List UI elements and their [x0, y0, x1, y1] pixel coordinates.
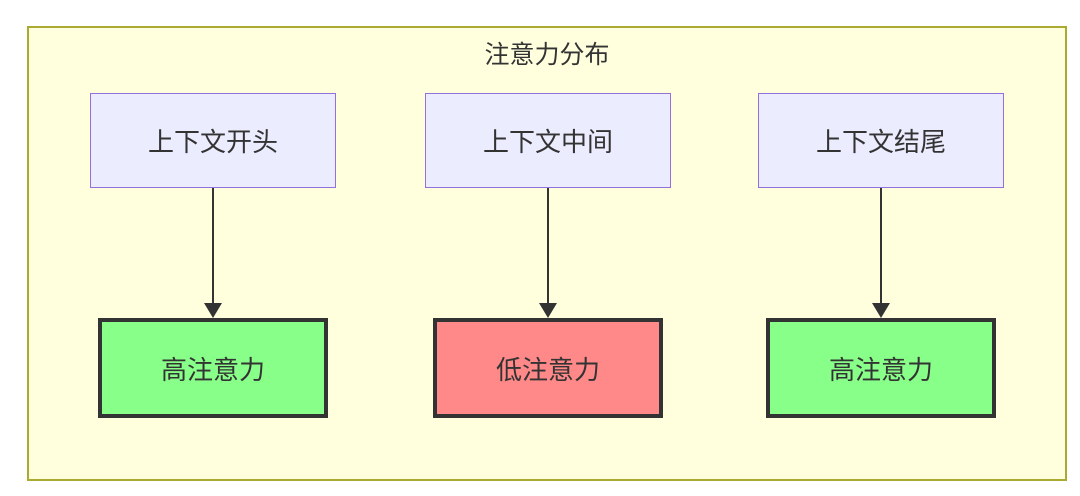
context-start-node: 上下文开头: [90, 93, 336, 188]
column-context-end: 上下文结尾 高注意力: [757, 93, 1005, 418]
context-start-label: 上下文开头: [147, 127, 278, 157]
arrow-down-icon: [872, 303, 890, 318]
high-attention-node-left: 高注意力: [98, 318, 328, 418]
arrow-middle-to-attention: [539, 188, 557, 318]
arrow-end-to-attention: [872, 188, 890, 318]
diagram-title: 注意力分布: [484, 41, 610, 69]
diagram-canvas: 注意力分布 上下文开头 高注意力 上下文中间 低注意力 上下文结尾: [27, 26, 1067, 481]
high-attention-label-left: 高注意力: [160, 354, 265, 385]
column-context-middle: 上下文中间 低注意力: [424, 93, 672, 418]
arrow-start-to-attention: [204, 188, 222, 318]
context-end-label: 上下文结尾: [815, 127, 946, 157]
low-attention-node: 低注意力: [433, 318, 663, 418]
context-middle-label: 上下文中间: [482, 127, 613, 157]
arrow-down-icon: [539, 303, 557, 318]
high-attention-node-right: 高注意力: [766, 318, 996, 418]
context-end-node: 上下文结尾: [758, 93, 1004, 188]
low-attention-label: 低注意力: [495, 354, 600, 385]
arrow-line: [212, 188, 214, 303]
arrow-line: [880, 188, 882, 303]
arrow-down-icon: [204, 303, 222, 318]
column-context-start: 上下文开头 高注意力: [89, 93, 337, 418]
arrow-line: [547, 188, 549, 303]
high-attention-label-right: 高注意力: [828, 354, 933, 385]
context-middle-node: 上下文中间: [425, 93, 671, 188]
